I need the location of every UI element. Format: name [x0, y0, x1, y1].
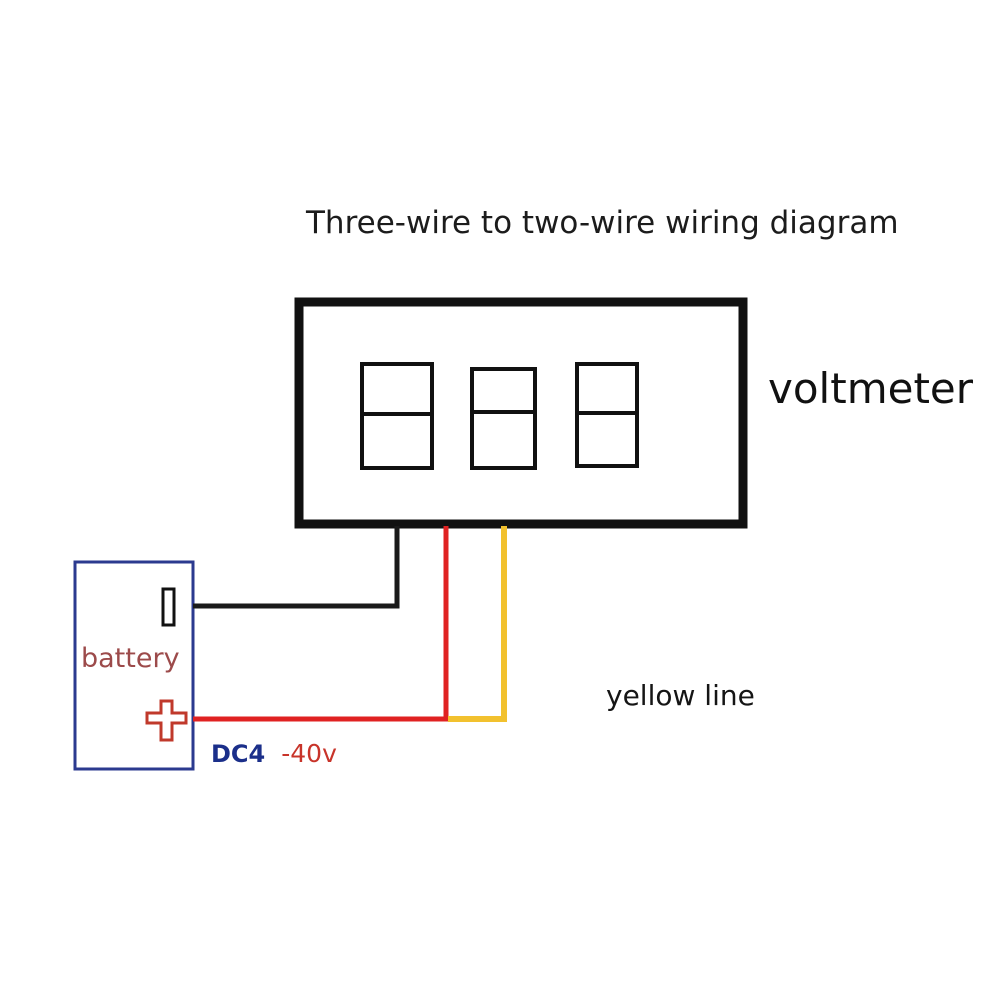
voltmeter-label: voltmeter [768, 364, 974, 413]
battery-label: battery [81, 643, 180, 674]
diagram-title: Three-wire to two-wire wiring diagram [305, 205, 899, 241]
digit-2 [470, 367, 537, 470]
wires [193, 526, 507, 722]
digit-3 [575, 362, 639, 468]
red-wire [193, 526, 449, 722]
yellow-line-label: yellow line [606, 679, 755, 712]
black-wire [193, 526, 400, 609]
dc-prefix: DC4 [211, 740, 265, 768]
minus-terminal-icon [161, 587, 176, 627]
voltmeter [294, 297, 748, 529]
battery-outline [73, 560, 195, 771]
dc-voltage-range: DC4 -40v [211, 739, 337, 768]
yellow-wire [448, 526, 507, 722]
digit-display [360, 362, 639, 470]
voltmeter-frame [294, 297, 748, 529]
plus-terminal-icon [145, 699, 188, 742]
dc-range: -40v [281, 739, 337, 768]
digit-1 [360, 362, 434, 470]
battery: battery [73, 560, 195, 771]
